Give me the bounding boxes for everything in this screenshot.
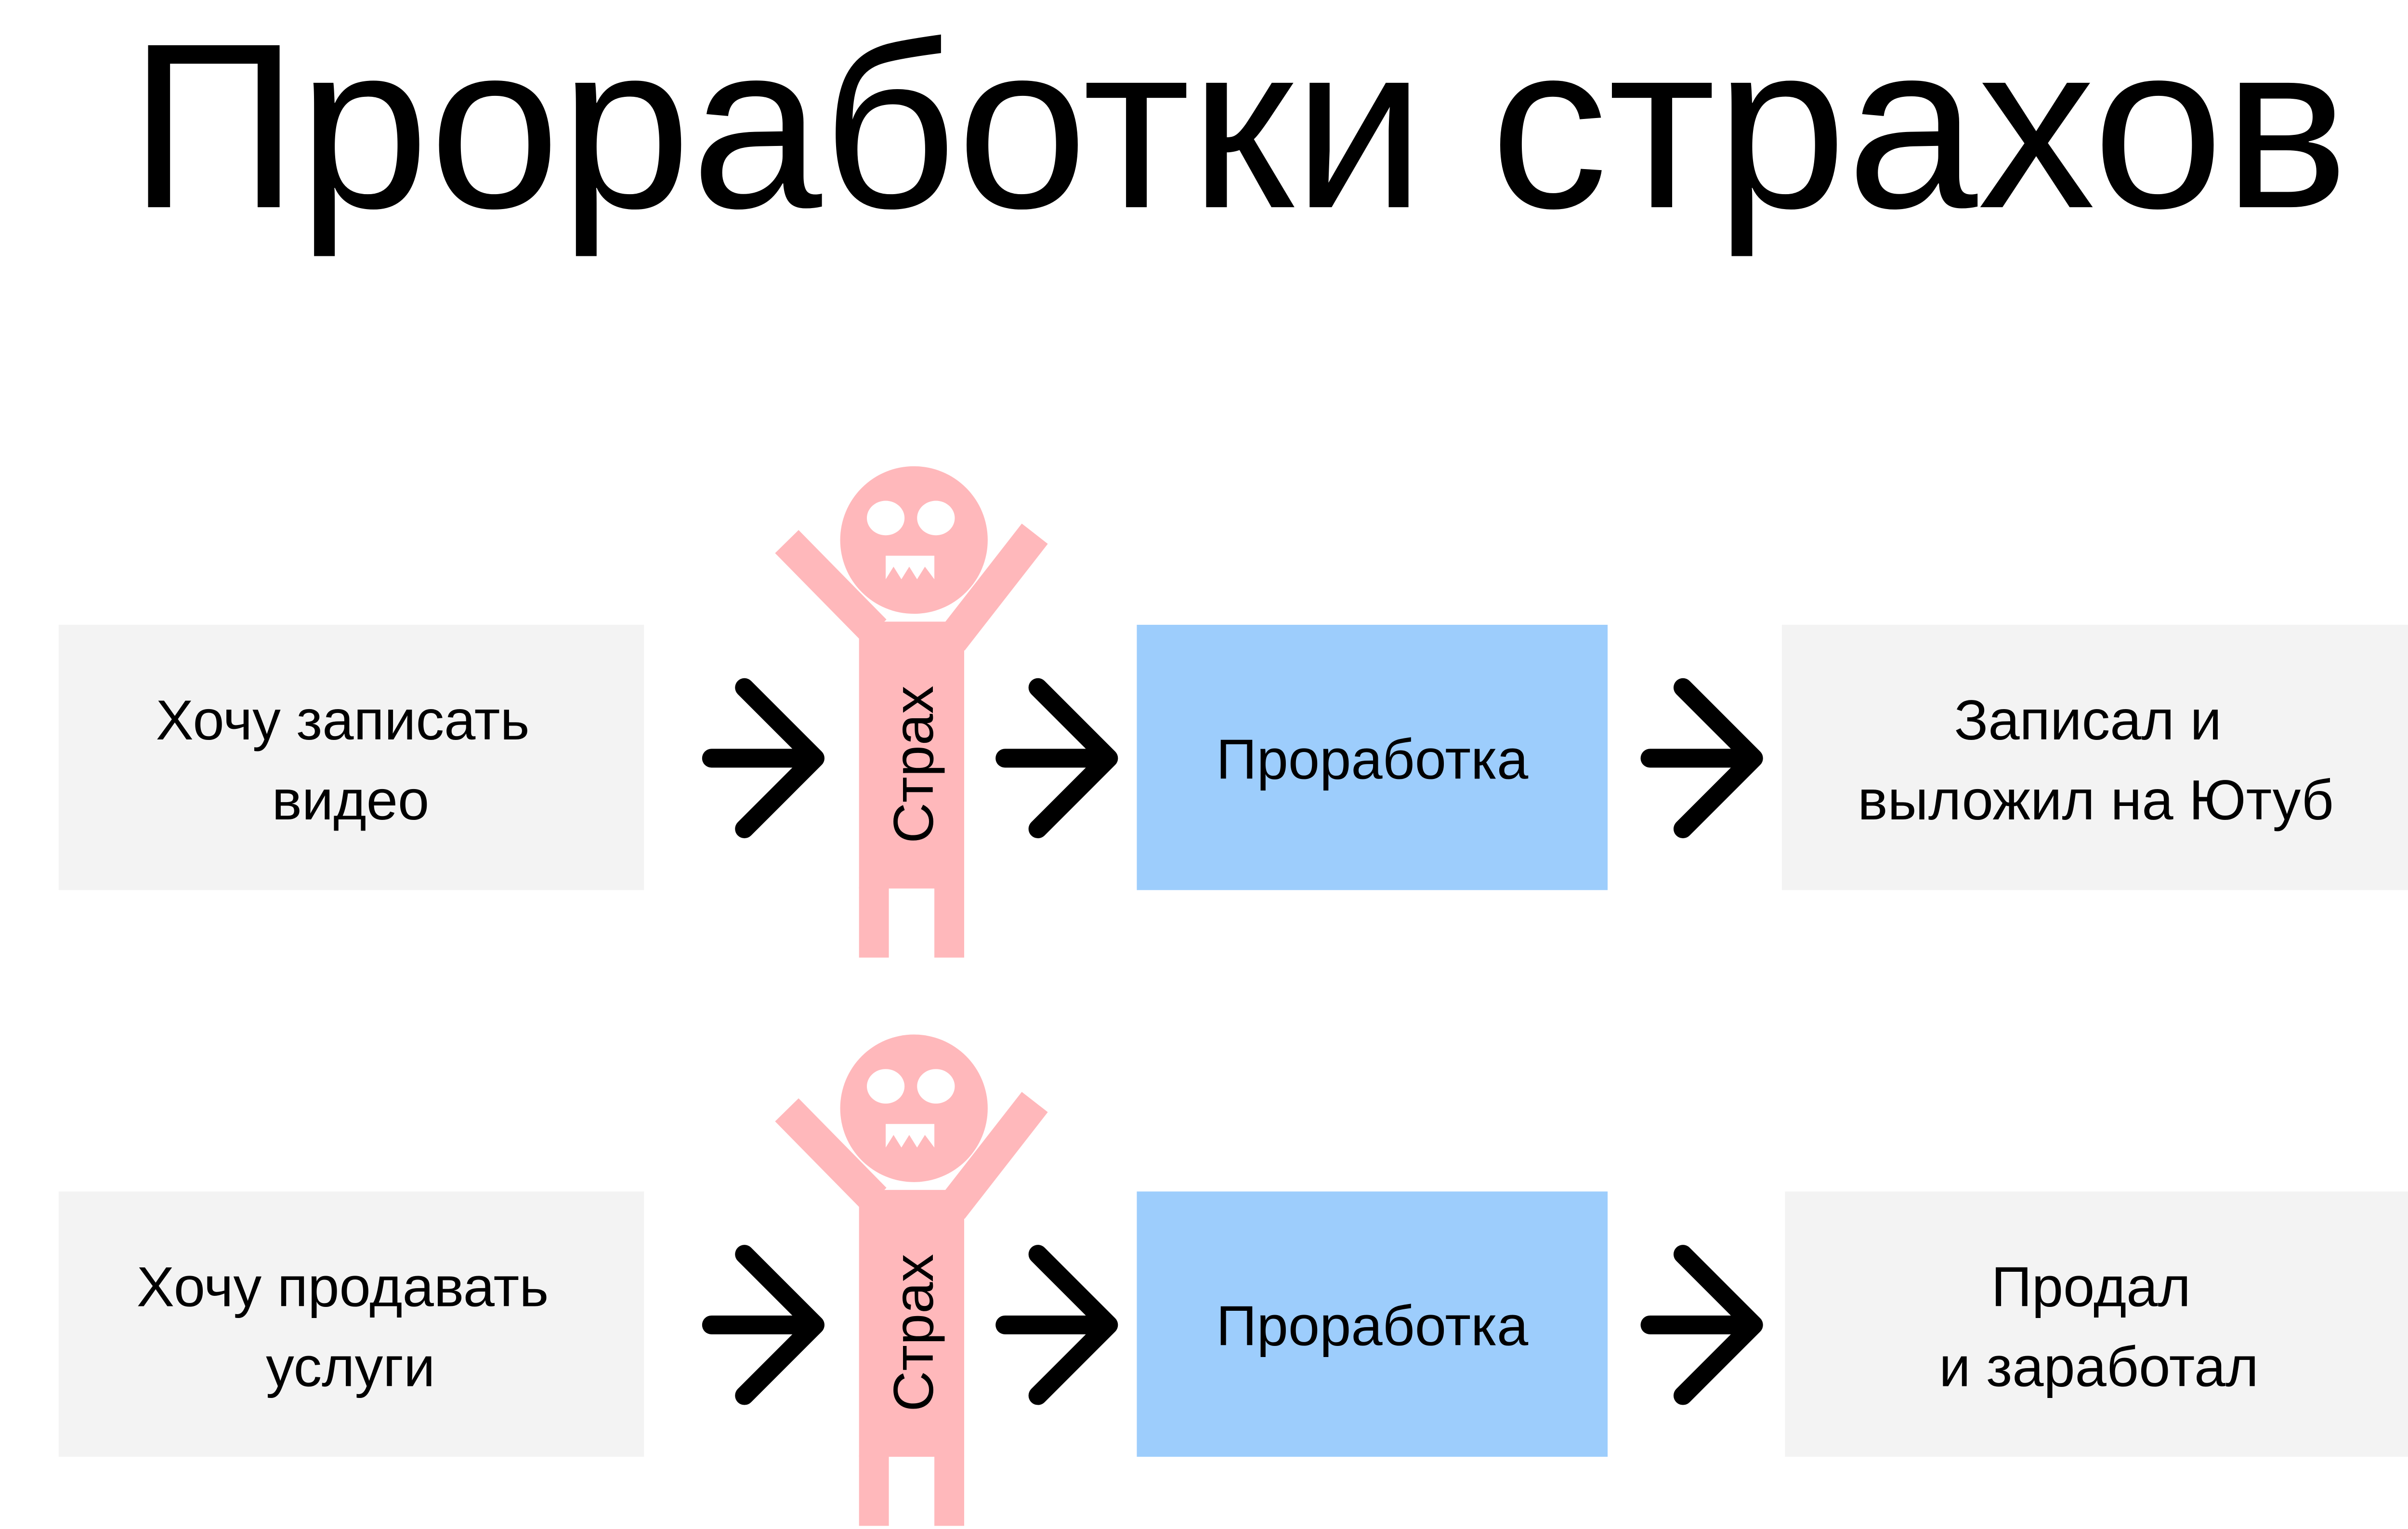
arrow-right-icon <box>1650 1254 1754 1396</box>
result-text: Продал и заработал <box>1939 1255 2259 1398</box>
arrow-right-icon <box>711 687 815 829</box>
result-box <box>1785 1191 2408 1457</box>
work-text: Проработка <box>1216 1294 1529 1358</box>
arrow-right-icon <box>1650 687 1754 829</box>
arrow-right-icon <box>711 1254 815 1396</box>
fear-label: Страх <box>882 1254 945 1412</box>
result-text: Записал и выложил на Ютуб <box>1858 688 2334 831</box>
work-text: Проработка <box>1216 727 1529 791</box>
start-box <box>58 624 644 890</box>
flow-row-2: Хочу продавать услуги Страх Проработка П… <box>58 1035 2408 1526</box>
arrow-right-icon <box>1005 1254 1109 1396</box>
arrow-right-icon <box>1005 687 1109 829</box>
page-title: Проработки страхов <box>129 0 2349 259</box>
start-text: Хочу продавать услуги <box>137 1255 564 1398</box>
fear-label: Страх <box>882 685 945 844</box>
work-box <box>1137 624 1608 890</box>
start-box <box>58 1191 644 1457</box>
result-box <box>1781 624 2408 890</box>
start-text: Хочу записать видео <box>156 688 545 831</box>
flow-row-1: Хочу записать видео Страх Проработка Зап… <box>58 466 2408 958</box>
work-box <box>1137 1191 1608 1457</box>
